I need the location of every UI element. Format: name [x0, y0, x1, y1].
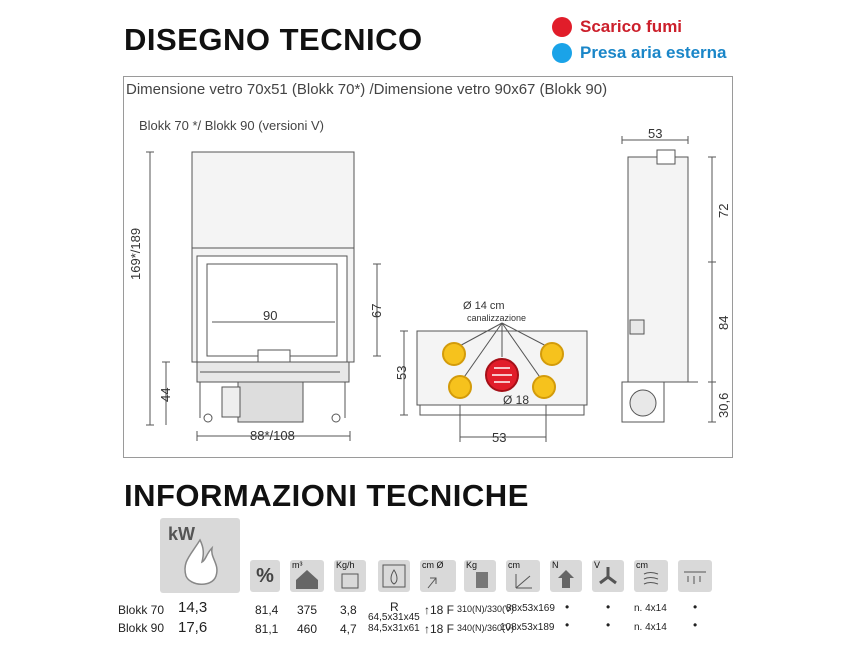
- dim-total-width: 88*/108: [250, 428, 295, 443]
- duct-port-icon: [532, 375, 556, 399]
- legend-label: Scarico fumi: [580, 17, 683, 36]
- row-duct: n. 4x14: [634, 622, 667, 633]
- dimensions-icon: cm: [506, 560, 540, 592]
- row-dims: 88x53x169: [506, 603, 555, 614]
- red-dot-icon: [552, 17, 572, 37]
- wood-consumption-icon: Kg/h: [334, 560, 366, 592]
- fan-icon: V: [592, 560, 624, 592]
- percent-icon: %: [250, 560, 280, 592]
- drawing-subcaption: Blokk 70 */ Blokk 90 (versioni V): [139, 118, 324, 133]
- row-eff: 81,4: [255, 603, 279, 617]
- row-n: •: [565, 600, 570, 614]
- row-weight: 340(N)/360(V): [457, 623, 515, 633]
- row-flue: ↑18 F: [424, 603, 455, 617]
- dim-glass-height: 67: [369, 303, 384, 318]
- dim-flue-diameter: Ø 18: [503, 393, 530, 407]
- dim-top-width: 53: [492, 430, 507, 445]
- legend-item-flue: Scarico fumi: [552, 17, 727, 37]
- duct-port-icon: [448, 375, 472, 399]
- dim-side-30-6: 30,6: [716, 392, 731, 418]
- row-vol: 375: [297, 603, 318, 617]
- weight-icon: Kg: [464, 560, 496, 592]
- row-vol: 460: [297, 622, 318, 636]
- legend: Scarico fumi Presa aria esterna: [552, 17, 727, 63]
- legend-label: Presa aria esterna: [580, 43, 727, 62]
- row-v: •: [606, 618, 611, 632]
- blue-dot-icon: [552, 43, 572, 63]
- row-v: •: [606, 600, 611, 614]
- row-eff: 81,1: [255, 622, 279, 636]
- row-kgh: 4,7: [340, 622, 357, 636]
- dim-front-height: 169*/189: [128, 227, 143, 280]
- row-dims: 108x53x189: [500, 622, 555, 633]
- model-label: Blokk 70: [118, 603, 165, 617]
- model-label: Blokk 90: [118, 621, 165, 635]
- page-title: DISEGNO TECNICO: [124, 22, 423, 57]
- side-body: [627, 156, 689, 383]
- info-title: INFORMAZIONI TECNICHE: [124, 478, 529, 513]
- dim-side-72: 72: [716, 203, 731, 218]
- combustion-chamber-icon: [378, 560, 410, 592]
- row-chamber: 84,5x31x61: [368, 623, 420, 634]
- flue-diameter-icon: cm Ø: [420, 560, 456, 592]
- legend-item-air: Presa aria esterna: [552, 43, 727, 63]
- row-grill: •: [693, 618, 698, 632]
- row-chamber-extra: 64,5x31x45: [368, 612, 420, 623]
- row-weight: 310(N)/330(V): [457, 604, 515, 614]
- dim-side-depth: 53: [648, 126, 663, 141]
- row-kw: 14,3: [178, 599, 208, 616]
- row-kgh: 3,8: [340, 603, 357, 617]
- dim-side-84: 84: [716, 315, 731, 330]
- dim-top-depth: 53: [394, 365, 409, 380]
- row-kw: 17,6: [178, 619, 208, 636]
- grill-icon: [678, 560, 712, 592]
- drawing-caption: Dimensione vetro 70x51 (Blokk 70*) /Dime…: [126, 81, 608, 98]
- kw-flame-icon: kW: [160, 518, 240, 593]
- ducting-icon: cm: [634, 560, 668, 592]
- row-duct: n. 4x14: [634, 603, 667, 614]
- dim-base-height: 44: [158, 387, 173, 402]
- dim-duct-diameter: Ø 14 cm: [463, 300, 505, 312]
- external-air-icon: N: [550, 560, 582, 592]
- house-volume-icon: m³: [290, 560, 324, 592]
- row-grill: •: [693, 600, 698, 614]
- technical-drawing-frame: [123, 76, 733, 458]
- row-flue: ↑18 F: [424, 622, 455, 636]
- kw-label: kW: [168, 524, 195, 544]
- dim-glass-width: 90: [263, 308, 278, 323]
- row-chamber: R: [390, 600, 399, 614]
- duct-port-icon: [442, 342, 466, 366]
- row-n: •: [565, 618, 570, 632]
- duct-port-icon: [540, 342, 564, 366]
- duct-caption: canalizzazione: [467, 313, 527, 323]
